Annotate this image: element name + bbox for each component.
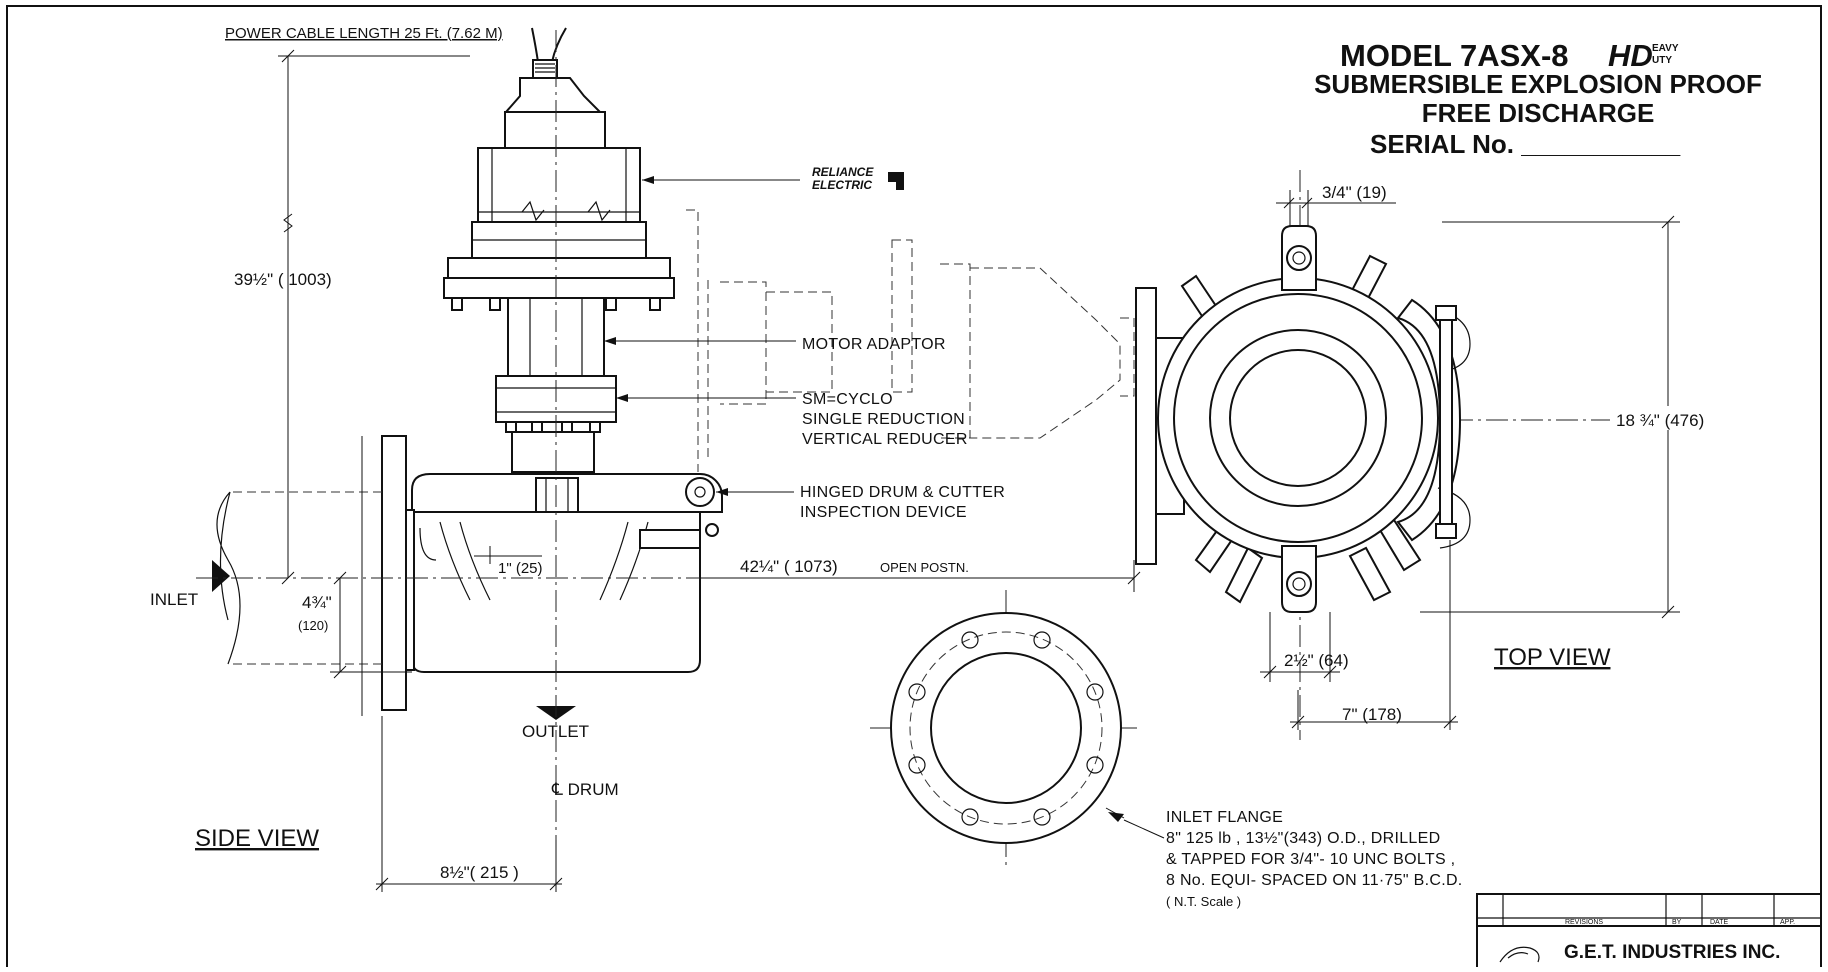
top-view-label: TOP VIEW (1494, 644, 1611, 671)
open-length-dimension: 42¼" ( 1073) (740, 557, 838, 576)
flange-note-1: INLET FLANGE (1166, 809, 1283, 826)
bolt-spacing-dimension: 2½" (64) (1284, 651, 1349, 670)
flange-note-4: 8 No. EQUI- SPACED ON 11·75" B.C.D. (1166, 872, 1463, 889)
top-view: 3/4" (19) 18 ¾" (476) 2½" (64) 7" (178) … (1135, 170, 1726, 740)
inlet-height-dimension: 4¾" (302, 593, 332, 612)
drawing-border (6, 5, 1822, 972)
title-block: REVISIONS BY DATE APP. G.E.T. INDUSTRIES… (1476, 893, 1822, 972)
side-view: POWER CABLE LENGTH 25 Ft. (7.62 M) (150, 25, 1141, 892)
inlet-pipe-phantom (230, 491, 382, 665)
title-line-3: FREE DISCHARGE (1422, 98, 1655, 128)
drum-centerline-label: ℄ DRUM (551, 780, 619, 799)
drawing-title: MODEL 7ASX-8 HD EAVY UTY SUBMERSIBLE EXP… (1314, 38, 1762, 159)
power-cable-label: POWER CABLE LENGTH 25 Ft. (7.62 M) (225, 25, 503, 42)
date-header: DATE (1710, 919, 1728, 926)
height-dimension: 39½" ( 1003) (234, 270, 332, 289)
reliance-brand-line2: ELECTRIC (812, 178, 872, 192)
hinged-label-2: INSPECTION DEVICE (800, 504, 967, 521)
company-logo-icon (1499, 946, 1540, 963)
reliance-logo-icon (888, 172, 904, 190)
reducer-bolts (505, 421, 601, 433)
power-cable-2 (551, 27, 567, 63)
revisions-header: REVISIONS (1565, 919, 1603, 926)
open-position-label: OPEN POSTN. (880, 560, 969, 575)
reducer-label-2: SINGLE REDUCTION (802, 411, 965, 428)
bolt-top-dimension: 3/4" (19) (1322, 183, 1387, 202)
drum-width-dimension: 8½"( 215 ) (440, 863, 519, 882)
flange-outer (890, 612, 1122, 844)
serial-number: SERIAL No. ___________ (1370, 129, 1681, 159)
flange-bolt-holes (908, 631, 1104, 826)
app-header: APP. (1780, 919, 1795, 926)
model-uty: UTY (1652, 55, 1672, 66)
hinged-label-1: HINGED DRUM & CUTTER (800, 484, 1005, 501)
side-view-label: SIDE VIEW (195, 825, 319, 852)
by-header: BY (1672, 919, 1682, 926)
reducer-label-3: VERTICAL REDUCER (802, 431, 968, 448)
flange-note-5: ( N.T. Scale ) (1166, 894, 1241, 909)
motor-adaptor-label: MOTOR ADAPTOR (802, 336, 946, 353)
reliance-brand-line1: RELIANCE (812, 165, 874, 179)
open-position-phantom (686, 209, 709, 472)
top-width-dimension: 18 ¾" (476) (1616, 411, 1704, 430)
cable-gland (532, 59, 558, 79)
drum-top-rim (1173, 293, 1423, 543)
flange-bore (930, 652, 1082, 804)
inlet-arrow (212, 560, 230, 592)
model-title: MODEL 7ASX-8 (1340, 38, 1569, 73)
bolt-circle (909, 631, 1103, 825)
motor-upper-body (504, 111, 606, 149)
inlet-height-mm: (120) (298, 618, 328, 633)
cutter-offset-dimension: 1" (25) (498, 560, 543, 577)
motor-flange (447, 257, 671, 279)
company-name: G.E.T. INDUSTRIES INC. (1564, 942, 1780, 963)
inlet-flange-detail: INLET FLANGE 8" 125 lb , 13½"(343) O.D.,… (870, 590, 1463, 909)
reducer-label-1: SM=CYCLO (802, 391, 893, 408)
mounting-plate (443, 277, 675, 299)
model-eavy: EAVY (1652, 43, 1679, 54)
cutter-left (439, 521, 491, 601)
side-bolt (1439, 305, 1453, 539)
top-inlet-flange (1135, 287, 1157, 565)
power-cable-1 (531, 27, 539, 63)
inlet-flange-side (381, 435, 407, 711)
reducer-neck (511, 431, 595, 473)
hinge-pin (685, 477, 715, 507)
flange-note-2: 8" 125 lb , 13½"(343) O.D., DRILLED (1166, 830, 1440, 847)
drum-top-bore (1229, 349, 1367, 487)
title-block-frame (1476, 893, 1822, 972)
top-offset-dimension: 7" (178) (1342, 705, 1402, 724)
drum-top-inner (1209, 329, 1387, 507)
motor-housing (477, 147, 641, 223)
motor-top-cap (503, 77, 603, 113)
inlet-label: INLET (150, 590, 198, 609)
flange-note-3: & TAPPED FOR 3/4"- 10 UNC BOLTS , (1166, 851, 1455, 868)
model-hd: HD (1608, 38, 1653, 73)
title-line-2: SUBMERSIBLE EXPLOSION PROOF (1314, 69, 1762, 99)
drum-top-outer (1157, 277, 1439, 559)
